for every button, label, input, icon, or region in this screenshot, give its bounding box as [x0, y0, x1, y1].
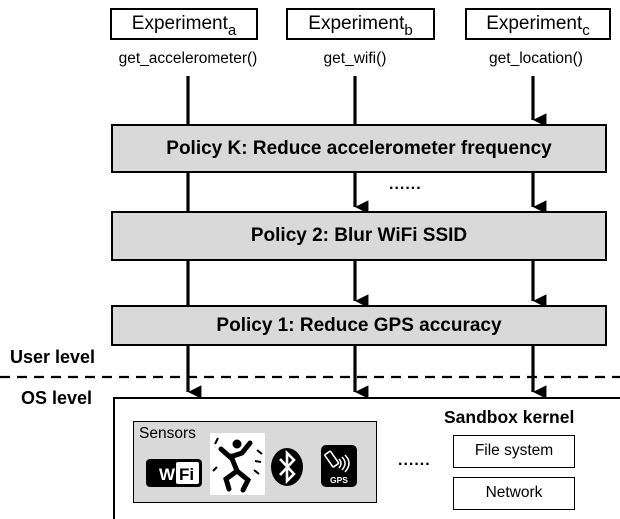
experiment-subscript: b — [404, 22, 413, 39]
experiment-a-box: Experimenta — [110, 8, 258, 40]
accelerometer-icon — [210, 433, 265, 495]
network-box: Network — [453, 477, 575, 510]
policy-k-box: Policy K: Reduce accelerometer frequency — [111, 124, 607, 173]
experiment-label: Experiment — [308, 13, 405, 34]
api-call-accelerometer: get_accelerometer() — [118, 50, 258, 67]
policy-2-box: Policy 2: Blur WiFi SSID — [111, 211, 607, 261]
gps-icon-text: GPS — [330, 475, 348, 485]
experiment-b-box: Experimentb — [286, 8, 435, 40]
experiment-subscript: a — [227, 22, 237, 39]
wifi-icon-text-wi: Wi — [159, 465, 180, 484]
bluetooth-icon — [270, 447, 304, 487]
api-call-location: get_location() — [489, 50, 583, 67]
experiment-label: Experiment — [486, 13, 583, 34]
experiment-c-box: Experimentc — [465, 8, 611, 40]
api-call-wifi: get_wifi() — [323, 50, 387, 67]
experiment-label: Experiment — [131, 13, 228, 34]
os-level-label: OS level — [21, 388, 93, 408]
sensors-label: Sensors — [139, 425, 196, 442]
kernel-ellipsis: ...... — [398, 452, 431, 469]
sandbox-kernel-title: Sandbox kernel — [444, 407, 575, 427]
policies-ellipsis: ...... — [389, 176, 422, 193]
file-system-box: File system — [453, 435, 575, 468]
wifi-icon-text-fi: Fi — [179, 465, 194, 484]
wifi-icon: Wi Fi — [145, 455, 203, 489]
policy-1-box: Policy 1: Reduce GPS accuracy — [111, 305, 607, 346]
sandbox-kernel — [113, 397, 620, 519]
user-level-label: User level — [10, 347, 96, 367]
gps-icon: GPS — [321, 445, 357, 487]
experiment-subscript: c — [582, 22, 590, 39]
